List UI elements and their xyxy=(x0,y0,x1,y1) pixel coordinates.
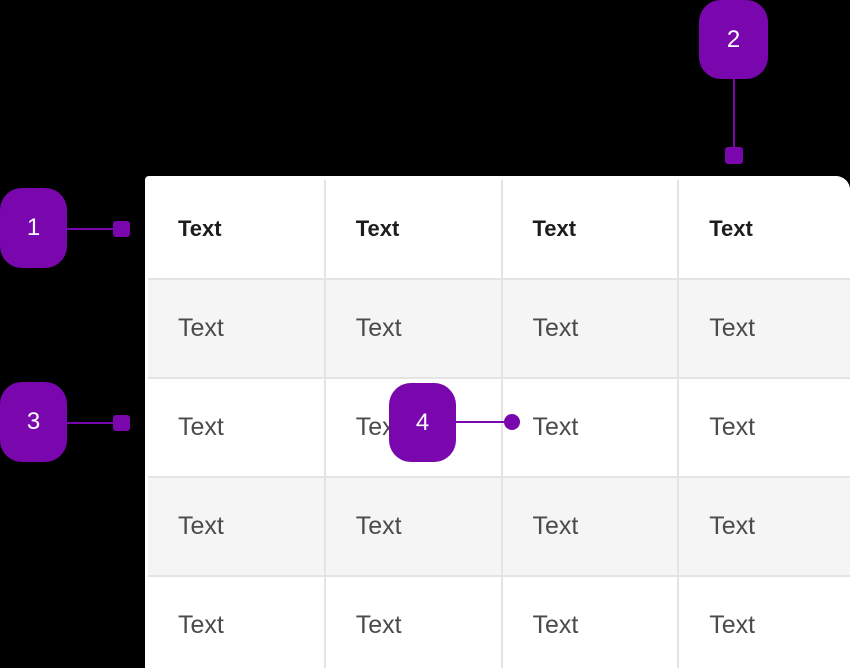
table-cell: Text xyxy=(323,476,503,577)
table-cell: Text xyxy=(323,278,503,379)
table-row: Text Text Text Text xyxy=(148,278,850,379)
table-row: Text Text Text Text xyxy=(148,476,850,577)
table-cell: Text xyxy=(148,575,326,668)
table-cell: Text xyxy=(323,575,503,668)
header-cell: Text xyxy=(148,180,326,280)
table-container: Text Text Text Text Text Text Text Text … xyxy=(145,176,850,668)
table-cell: Text xyxy=(677,278,850,379)
data-table: Text Text Text Text Text Text Text Text … xyxy=(148,180,850,668)
table-row: Text Text Text Text xyxy=(148,377,850,478)
table-cell: Text xyxy=(500,476,680,577)
table-cell: Text xyxy=(677,575,850,668)
callout-badge-4: 4 xyxy=(389,383,456,462)
leader-3 xyxy=(67,415,130,431)
table-cell: Text xyxy=(148,278,326,379)
header-cell: Text xyxy=(323,180,503,280)
leader-1 xyxy=(67,221,130,237)
table-cell: Text xyxy=(148,476,326,577)
table-cell: Text xyxy=(500,575,680,668)
table-cell: Text xyxy=(500,278,680,379)
callout-badge-1: 1 xyxy=(0,188,67,268)
table-cell: Text xyxy=(500,377,680,478)
callout-badge-2: 2 xyxy=(699,0,768,79)
leader-endpoint xyxy=(113,221,130,237)
table-cell: Text xyxy=(677,377,850,478)
callout-badge-3: 3 xyxy=(0,382,67,462)
header-cell: Text xyxy=(677,180,850,280)
table-cell: Text xyxy=(148,377,326,478)
leader-endpoint xyxy=(725,147,743,164)
header-cell: Text xyxy=(500,180,680,280)
header-row: Text Text Text Text xyxy=(148,180,850,280)
table-row: Text Text Text Text xyxy=(148,575,850,668)
leader-endpoint xyxy=(113,415,130,431)
table-cell: Text xyxy=(677,476,850,577)
leader-2 xyxy=(725,79,743,164)
